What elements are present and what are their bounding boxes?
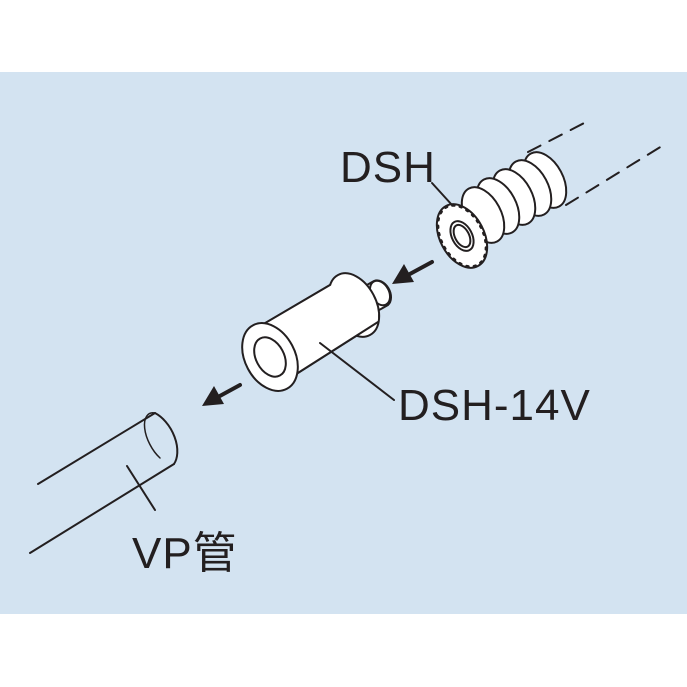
- vp-pipe: [29, 412, 179, 554]
- fitting-bore: [253, 336, 287, 378]
- dsh-leader-line: [431, 182, 453, 206]
- hose-dashed-lower: [565, 145, 663, 206]
- hose-dashed-upper: [527, 119, 591, 153]
- vp-leader-line: [126, 465, 156, 511]
- arrow-dsh-to-fitting: [392, 260, 434, 284]
- vp-pipe-lower-edge: [29, 463, 175, 554]
- dsh-14v-label: DSH-14V: [398, 381, 591, 430]
- dsh-label: DSH: [340, 143, 436, 192]
- vp-pipe-upper-edge: [37, 412, 156, 485]
- dsh-end-face: [435, 203, 489, 269]
- vp-pipe-label: VP管: [132, 529, 238, 578]
- dsh-hose: [435, 119, 663, 269]
- dsh-14v-fitting: [241, 272, 392, 392]
- vp-pipe-end: [154, 412, 179, 465]
- dsh-14v-leader-line: [319, 342, 395, 401]
- arrow-fitting-to-pipe: [202, 383, 242, 406]
- vp-pipe-end-inner: [143, 412, 161, 459]
- hose-corrugations: [460, 151, 568, 244]
